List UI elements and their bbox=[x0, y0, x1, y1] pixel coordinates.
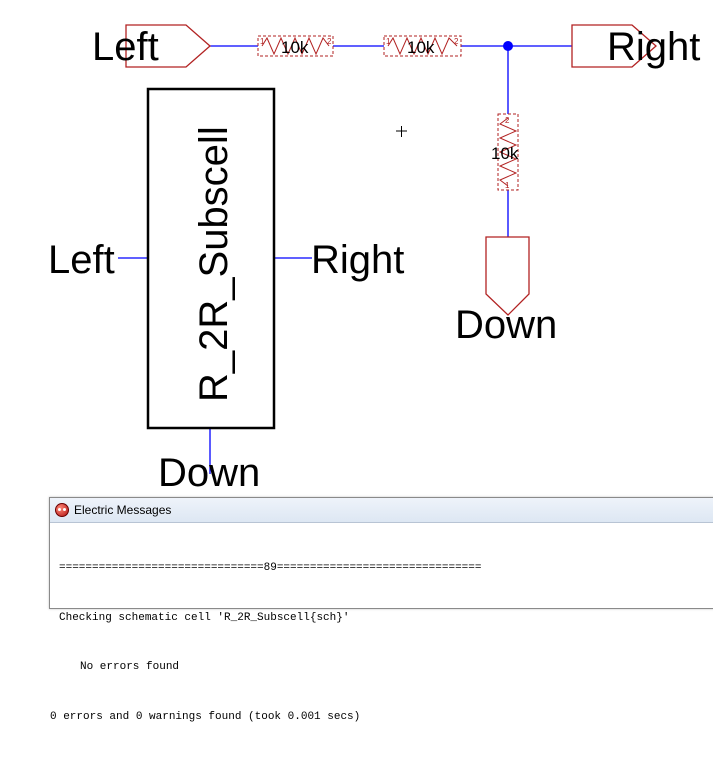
message-line: 0 errors and 0 warnings found (took 0.00… bbox=[50, 710, 361, 723]
subcell-port-right-label: Right bbox=[311, 238, 404, 282]
subcell-port-down-label: Down bbox=[158, 451, 260, 495]
resistor-r3-pin2: 2 bbox=[505, 116, 510, 125]
resistor-r3-pin1: 1 bbox=[505, 181, 510, 190]
resistor-r3-value: 10k bbox=[491, 144, 519, 163]
message-line: ===============================89=======… bbox=[59, 562, 482, 574]
electric-app-icon bbox=[55, 503, 69, 517]
port-down[interactable]: Down bbox=[455, 236, 557, 347]
resistor-r1[interactable]: 1 2 10k bbox=[257, 35, 334, 57]
messages-window[interactable]: Electric Messages ======================… bbox=[49, 497, 713, 723]
resistor-r3[interactable]: 2 1 10k bbox=[491, 113, 519, 191]
resistor-r1-value: 10k bbox=[281, 38, 309, 57]
message-line: No errors found bbox=[80, 661, 180, 673]
resistor-r2-pin2: 2 bbox=[454, 37, 459, 46]
schematic-canvas[interactable]: Left Right 1 2 10k 1 2 10k 2 1 10k Down bbox=[0, 0, 713, 593]
wires bbox=[118, 45, 572, 474]
messages-text-area[interactable]: ===============================89=======… bbox=[50, 523, 713, 758]
resistor-r1-pin2: 2 bbox=[327, 37, 332, 46]
subcell-icon-name: R_2R_Subscell bbox=[192, 126, 236, 402]
messages-title: Electric Messages bbox=[74, 503, 172, 517]
message-line: Checking schematic cell 'R_2R_Subscell{s… bbox=[59, 611, 350, 624]
port-right[interactable]: Right bbox=[571, 24, 700, 69]
messages-titlebar[interactable]: Electric Messages bbox=[50, 498, 713, 523]
subcell-icon[interactable]: R_2R_Subscell bbox=[146, 87, 276, 430]
port-left[interactable]: Left bbox=[92, 24, 211, 69]
port-down-label: Down bbox=[455, 303, 557, 347]
wire-junction-dot[interactable] bbox=[503, 41, 513, 51]
subcell-port-left-label: Left bbox=[48, 238, 115, 282]
port-left-label: Left bbox=[92, 25, 159, 69]
port-right-label: Right bbox=[607, 25, 700, 69]
resistor-r2-pin1: 1 bbox=[386, 37, 391, 46]
crosshair-cursor-icon bbox=[396, 126, 407, 137]
resistor-r2[interactable]: 1 2 10k bbox=[383, 35, 462, 57]
resistor-r1-pin1: 1 bbox=[260, 37, 265, 46]
resistor-r2-value: 10k bbox=[407, 38, 435, 57]
